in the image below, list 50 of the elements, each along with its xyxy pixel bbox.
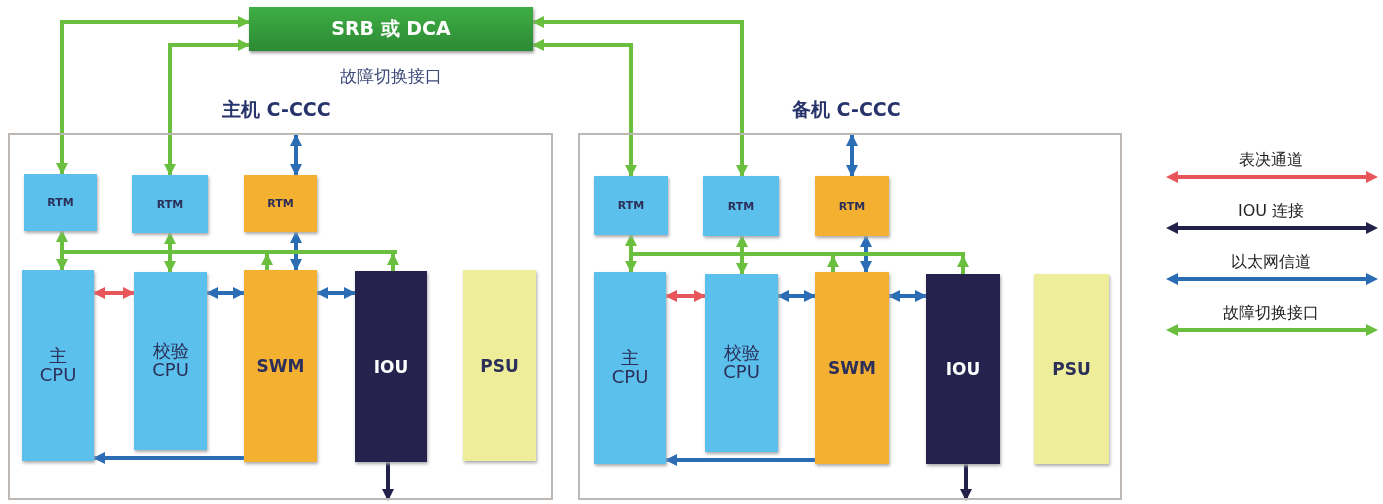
arrow [777, 290, 816, 302]
power-board: PSU [463, 270, 536, 461]
io-board: IOU [355, 271, 427, 462]
processor-board: 主 CPU [594, 272, 666, 464]
arrow [665, 454, 815, 466]
switch-board: SWM [244, 270, 317, 462]
module-box: RTM [24, 174, 97, 231]
arrow [290, 134, 302, 176]
module-box: RTM [703, 176, 779, 236]
module-box: RTM [815, 176, 889, 236]
arrow [888, 290, 927, 302]
processor-board: 主 CPU [22, 270, 94, 461]
module-box: RTM [594, 176, 668, 235]
arrow [93, 287, 135, 299]
arrow [957, 255, 969, 274]
module-box: RTM [244, 175, 317, 232]
arrow [382, 462, 394, 501]
arrow [960, 464, 972, 501]
switch-board: SWM [815, 272, 889, 464]
arrow [93, 452, 244, 464]
arrow [56, 16, 250, 175]
arrow [860, 235, 872, 273]
arrow [206, 287, 245, 299]
arrow [316, 287, 356, 299]
module-box: RTM [132, 175, 208, 233]
arrow [736, 235, 748, 275]
legend-label: IOU 连接 [1237, 201, 1305, 220]
legend-label: 故障切换接口 [1223, 303, 1319, 322]
arrow [387, 253, 399, 271]
processor-board: 校验 CPU [705, 274, 778, 452]
arrow [164, 39, 250, 176]
legend-label: 以太网信道 [1231, 252, 1311, 271]
arrow [290, 231, 302, 271]
arrow [625, 234, 637, 273]
chassis-title: 备机 C-CCC [792, 97, 901, 122]
arrow [56, 230, 68, 271]
arrow [261, 253, 273, 270]
processor-board: 校验 CPU [134, 272, 207, 450]
legend-label: 表决通道 [1239, 150, 1303, 169]
interface-caption: 故障切换接口 [340, 66, 442, 86]
arrow [827, 255, 839, 272]
arrow [164, 232, 176, 273]
chassis-title: 主机 C-CCC [222, 97, 331, 122]
arrow [532, 16, 748, 177]
switch-box: SRB 或 DCA [249, 7, 533, 51]
arrow [846, 134, 858, 177]
io-board: IOU [926, 274, 1000, 464]
arrow [532, 39, 637, 177]
arrow [665, 290, 706, 302]
power-board: PSU [1034, 274, 1109, 464]
